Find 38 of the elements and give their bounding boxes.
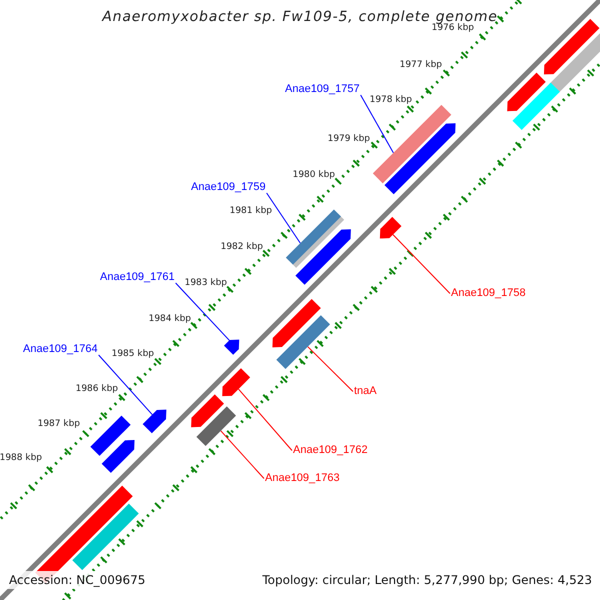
genome-stats-text: Topology: circular; Length: 5,277,990 bp; Genes: 4,523 [262,574,592,586]
gene-feature [286,210,341,265]
gene-feature [224,340,240,355]
tick-label: 1982 kbp [220,243,263,252]
gene-label: Anae109_1759 [191,182,266,193]
tick-label: 1981 kbp [230,207,272,216]
gene-label: tnaA [354,386,377,397]
gene-feature [222,368,250,396]
gene-label: Anae109_1758 [451,288,526,299]
leader-line [98,354,153,416]
gene-label: Anae109_1762 [293,445,368,456]
gene-label: Anae109_1764 [23,344,98,355]
tick-label: 1976 kbp [432,24,474,33]
leader-line [175,282,230,341]
gene-feature [380,216,402,238]
leader-line [238,388,292,451]
leader-line [307,346,354,392]
gene-label: Anae109_1763 [265,473,340,484]
title: Anaeromyxobacter sp. Fw109-5, complete genome [100,10,499,24]
tick-label: 1978 kbp [370,96,412,105]
leader-line [392,234,450,294]
gene-feature [196,406,236,446]
tick-label: 1987 kbp [38,420,80,429]
gene-feature [276,315,330,369]
leader-line [360,94,394,154]
tick-label: 1986 kbp [76,385,118,394]
leader-line [220,430,264,479]
tick-label: 1977 kbp [400,61,442,70]
tick-label: 1988 kbp [0,454,42,463]
tick-label: 1980 kbp [292,171,335,180]
leader-line [266,192,301,244]
gene-feature [142,410,166,434]
gene-feature [372,104,452,184]
tick-label: 1984 kbp [148,315,191,324]
tick-label: 1983 kbp [184,279,227,288]
gene-label: Anae109_1761 [100,272,175,283]
gene-label: Anae109_1757 [285,84,360,95]
tick-label: 1985 kbp [112,350,154,359]
